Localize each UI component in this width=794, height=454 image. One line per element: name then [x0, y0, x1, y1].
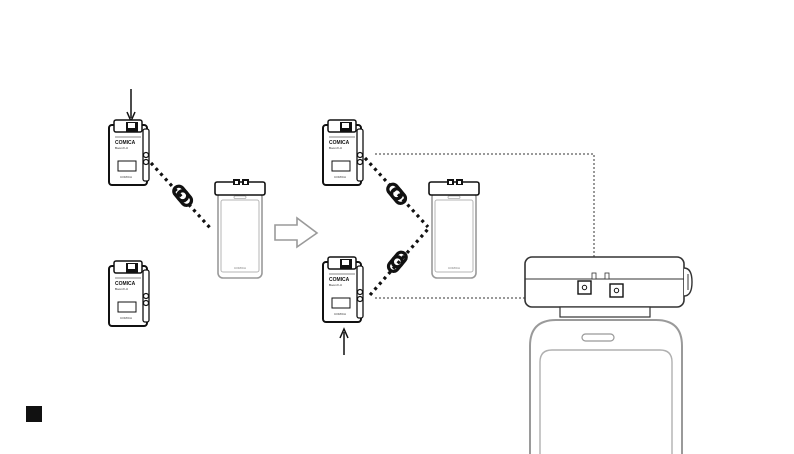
transmitter-label: COMICA — [334, 312, 346, 316]
phone-speaker-slot — [581, 333, 615, 342]
receiver-pair-button — [609, 283, 624, 298]
receiver-body — [524, 256, 685, 308]
receiver-pair-button — [577, 280, 592, 295]
large-receiver-closeup — [524, 256, 693, 454]
link-chain-icon — [170, 182, 196, 210]
phone-with-receiver-right: COMICA — [428, 178, 480, 279]
phone-label: COMICA — [448, 266, 460, 270]
transmitter-model: BoomX-U — [329, 283, 342, 287]
callout-line-top — [375, 153, 595, 274]
phone-with-receiver-left: COMICA — [214, 178, 266, 279]
pairing-link-line — [363, 156, 430, 229]
transmitter-brand: COMICA — [115, 281, 136, 287]
phone-label: COMICA — [234, 266, 246, 270]
transmitter-model: BoomX-U — [115, 287, 128, 291]
hollow-right-arrow-icon — [274, 216, 319, 249]
transmitter-brand: COMICA — [115, 140, 136, 146]
left-scene: COMICA BoomX-U COMICA COMICA BoomX-U COM… — [108, 89, 266, 327]
transmitter-model: BoomX-U — [115, 146, 128, 150]
transmitter-brand: COMICA — [329, 277, 350, 283]
receiver-indicator-light — [604, 272, 610, 280]
transmitter-bottom-left: COMICA BoomX-U COMICA — [108, 260, 150, 327]
transmitter-bottom-right: COMICA BoomX-U COMICA — [322, 256, 364, 323]
transmitter-label: COMICA — [120, 175, 132, 179]
transmitter-label: COMICA — [120, 316, 132, 320]
up-arrow-icon — [339, 327, 349, 355]
receiver-indicator-light — [591, 272, 597, 280]
transmitter-label: COMICA — [334, 175, 346, 179]
transmitter-brand: COMICA — [329, 140, 350, 146]
square-marker-icon — [26, 406, 42, 422]
transmitter-top-left: COMICA BoomX-U COMICA — [108, 119, 150, 186]
down-arrow-icon — [126, 89, 136, 123]
transmitter-model: BoomX-U — [329, 146, 342, 150]
pairing-link-line — [368, 227, 430, 297]
transmitter-top-right: COMICA BoomX-U COMICA — [322, 119, 364, 186]
link-chain-icon — [384, 180, 410, 208]
pairing-link-line — [149, 161, 214, 232]
